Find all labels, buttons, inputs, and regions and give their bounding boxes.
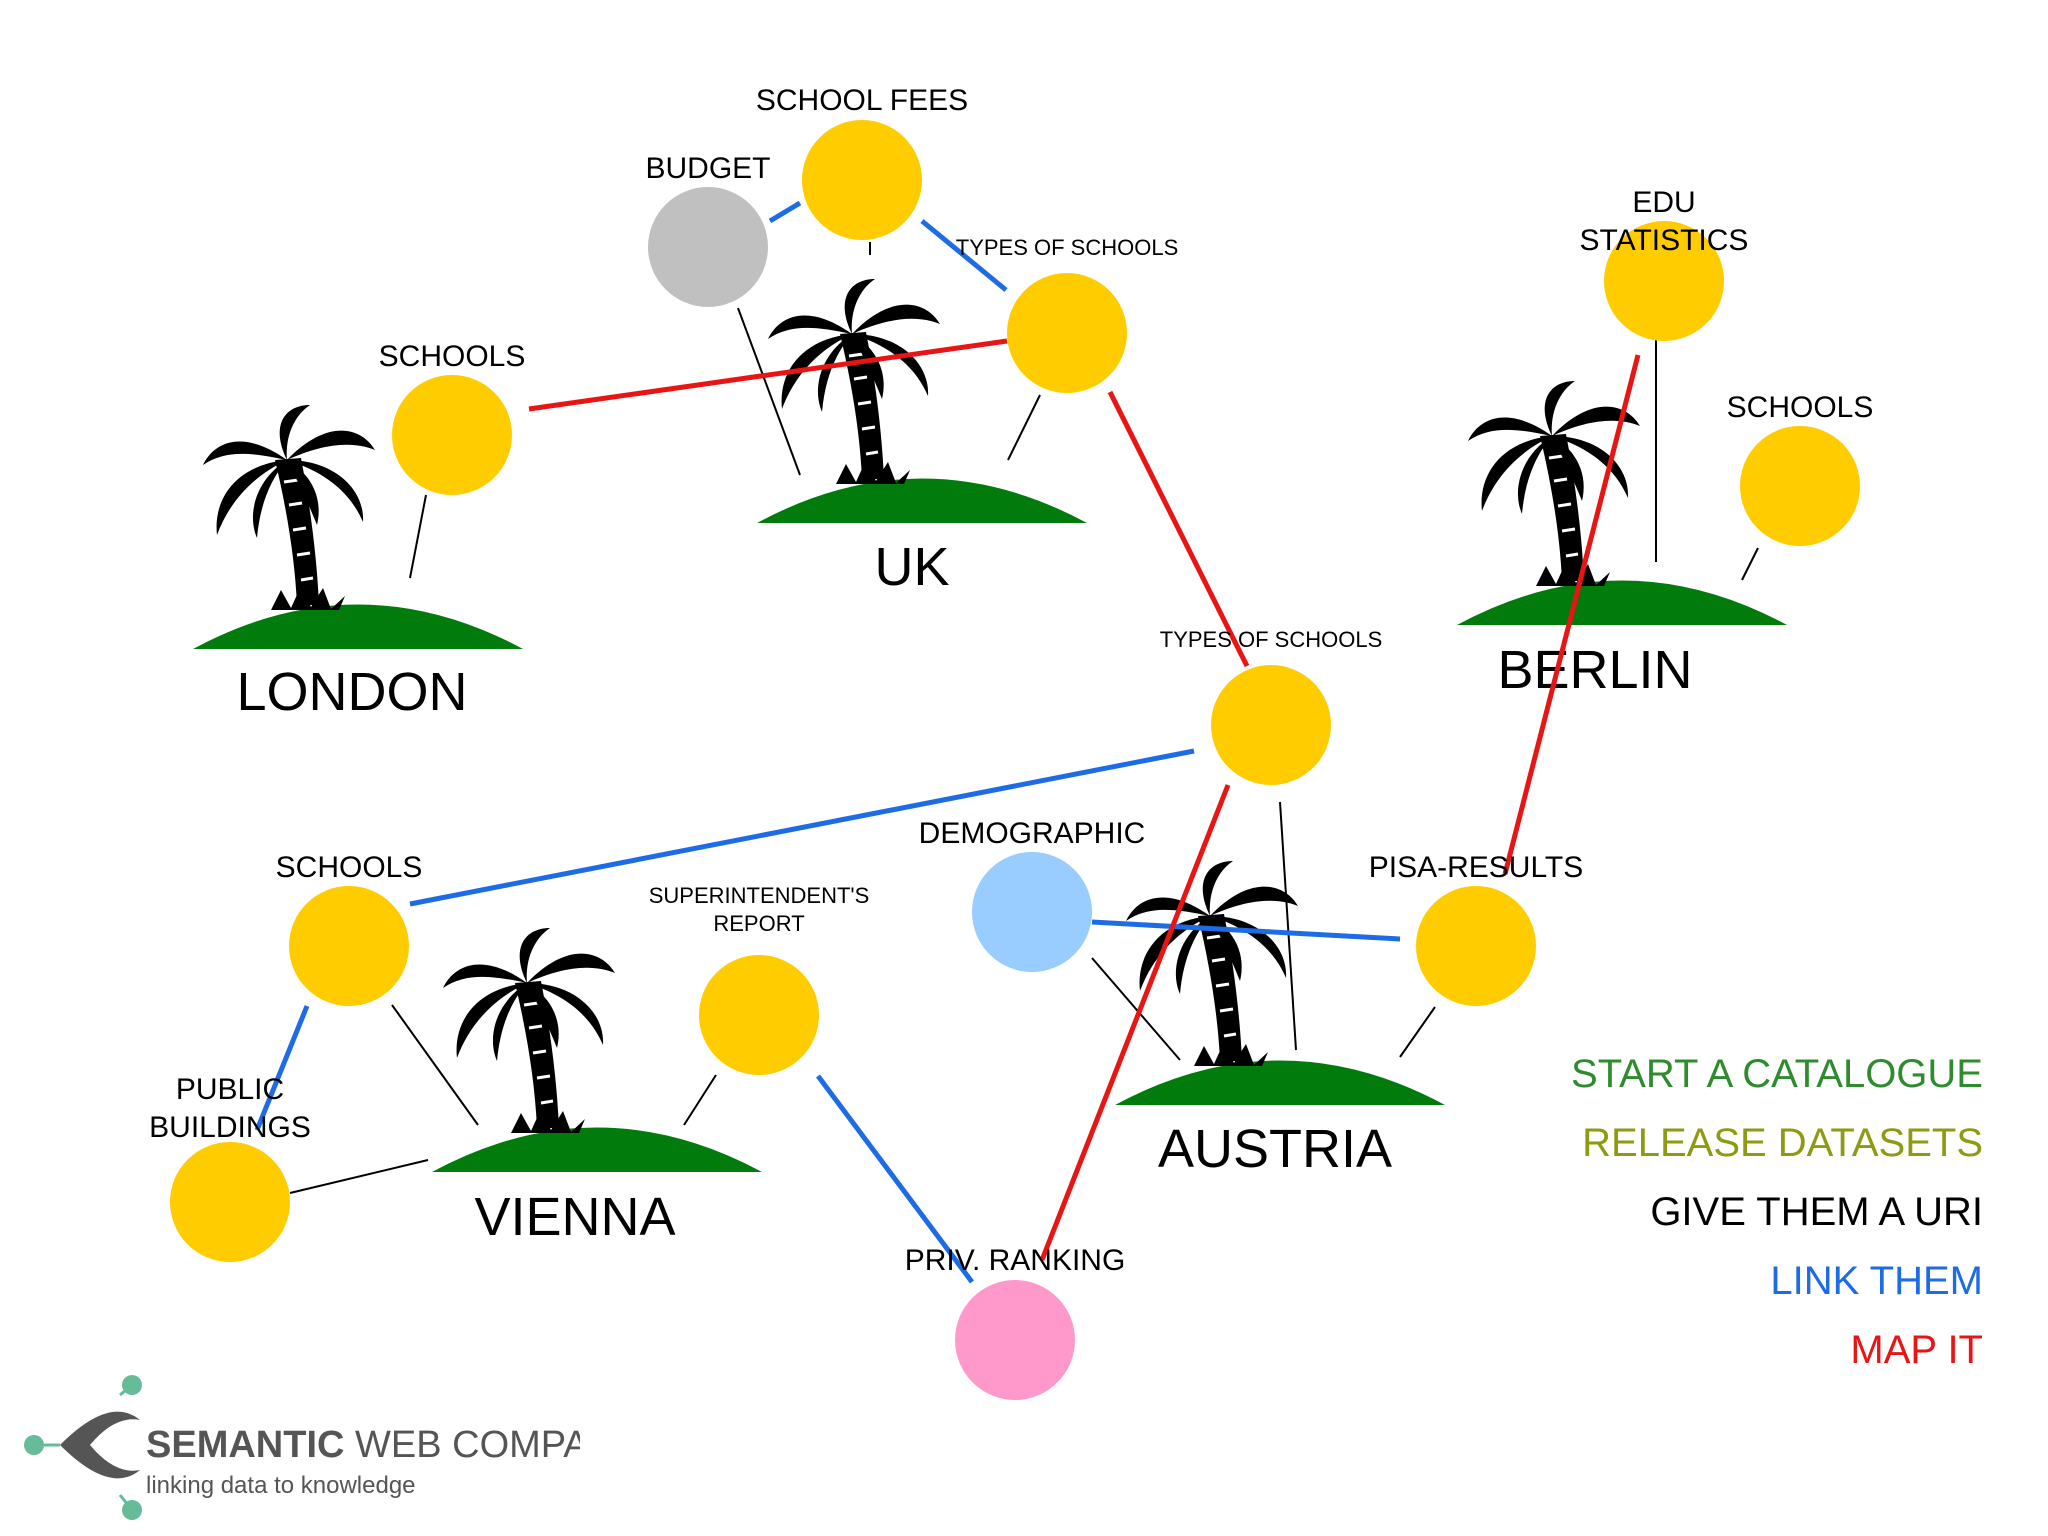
dataset-public-buildings[interactable] xyxy=(170,1142,290,1262)
dataset-demographic[interactable] xyxy=(972,852,1092,972)
logo-name-rest: WEB COMPANY xyxy=(344,1424,580,1466)
label-school-fees: SCHOOL FEES xyxy=(756,84,968,117)
dataset-vienna-schools[interactable] xyxy=(289,886,409,1006)
map-lines xyxy=(529,341,1638,1260)
label-austria-types-of-schools: TYPES OF SCHOOLS xyxy=(1160,627,1383,652)
island-london-ground xyxy=(193,605,523,650)
link-budget-school-fees xyxy=(770,203,800,221)
connector-superintendent xyxy=(684,1075,716,1125)
uri-connectors xyxy=(290,242,1758,1193)
connector-austria-types xyxy=(1280,802,1296,1050)
island-label-vienna: VIENNA xyxy=(474,1187,675,1247)
connector-public-buildings xyxy=(290,1160,428,1193)
dataset-austria-types-of-schools[interactable] xyxy=(1211,665,1331,785)
island-uk-ground xyxy=(757,479,1087,524)
logo-name-bold: SEMANTIC xyxy=(146,1424,344,1466)
legend-release-datasets: RELEASE DATASETS xyxy=(1571,1109,1983,1178)
connector-budget xyxy=(738,308,800,475)
label-demographic: DEMOGRAPHIC xyxy=(919,817,1146,850)
label-priv-ranking: PRIV. RANKING xyxy=(905,1244,1126,1277)
map-london-uk xyxy=(529,341,1007,409)
island-berlin-ground xyxy=(1457,581,1787,626)
logo-tagline: linking data to knowledge xyxy=(146,1472,416,1499)
island-vienna-ground xyxy=(432,1128,762,1173)
label-pisa-results: PISA-RESULTS xyxy=(1369,851,1584,884)
map-austria-priv-ranking xyxy=(1042,785,1228,1260)
dataset-superintendents-report[interactable] xyxy=(699,955,819,1075)
dataset-london-schools[interactable] xyxy=(392,375,512,495)
island-label-uk: UK xyxy=(874,537,949,597)
island-label-austria: AUSTRIA xyxy=(1158,1119,1392,1179)
island-label-london: LONDON xyxy=(236,662,467,722)
palm-tree-icon xyxy=(203,405,375,610)
connector-uk-types xyxy=(1008,395,1040,460)
legend-give-uri: GIVE THEM A URI xyxy=(1571,1178,1983,1247)
palm-tree-icon xyxy=(443,928,615,1133)
dataset-budget[interactable] xyxy=(648,187,768,307)
connector-london-schools xyxy=(410,495,426,578)
label-superintendent-line1: SUPERINTENDENT'S xyxy=(649,883,870,908)
map-uk-austria xyxy=(1110,392,1247,666)
palm-tree-icon xyxy=(1468,381,1640,586)
label-edu-statistics-line1: EDU xyxy=(1632,186,1695,219)
island-berlin: BERLIN xyxy=(1457,381,1787,700)
legend-start-catalogue: START A CATALOGUE xyxy=(1571,1040,1983,1109)
dataset-berlin-schools[interactable] xyxy=(1740,426,1860,546)
dataset-school-fees[interactable] xyxy=(802,120,922,240)
island-label-berlin: BERLIN xyxy=(1497,640,1692,700)
island-austria: AUSTRIA xyxy=(1115,861,1445,1179)
legend-link-them: LINK THEM xyxy=(1571,1247,1983,1316)
label-public-buildings-line2: BUILDINGS xyxy=(149,1111,311,1144)
legend: START A CATALOGUE RELEASE DATASETS GIVE … xyxy=(1571,1040,1983,1385)
island-austria-ground xyxy=(1115,1061,1445,1106)
label-london-schools: SCHOOLS xyxy=(379,340,526,373)
island-vienna: VIENNA xyxy=(432,928,762,1247)
dataset-priv-ranking[interactable] xyxy=(955,1280,1075,1400)
connector-demographic xyxy=(1092,958,1180,1060)
label-edu-statistics-line2: STATISTICS xyxy=(1580,224,1749,257)
connector-pisa xyxy=(1400,1007,1435,1057)
palm-tree-icon xyxy=(1126,861,1298,1066)
label-berlin-schools: SCHOOLS xyxy=(1727,391,1874,424)
semantic-web-company-logo: SEMANTIC WEB COMPANY linking data to kno… xyxy=(20,1375,580,1525)
legend-map-it: MAP IT xyxy=(1571,1316,1983,1385)
label-uk-types-of-schools: TYPES OF SCHOOLS xyxy=(956,235,1179,260)
label-public-buildings-line1: PUBLIC xyxy=(176,1073,284,1106)
label-vienna-schools: SCHOOLS xyxy=(276,851,423,884)
label-superintendent-line2: REPORT xyxy=(713,911,804,936)
dataset-pisa-results[interactable] xyxy=(1416,886,1536,1006)
swc-logo-mark-icon xyxy=(24,1375,142,1520)
label-budget: BUDGET xyxy=(645,152,770,185)
palm-tree-icon xyxy=(768,279,940,484)
dataset-uk-types-of-schools[interactable] xyxy=(1007,273,1127,393)
connector-berlin-schools xyxy=(1742,548,1758,580)
svg-text:SEMANTIC WEB COMPANY: SEMANTIC WEB COMPANY xyxy=(146,1424,580,1466)
